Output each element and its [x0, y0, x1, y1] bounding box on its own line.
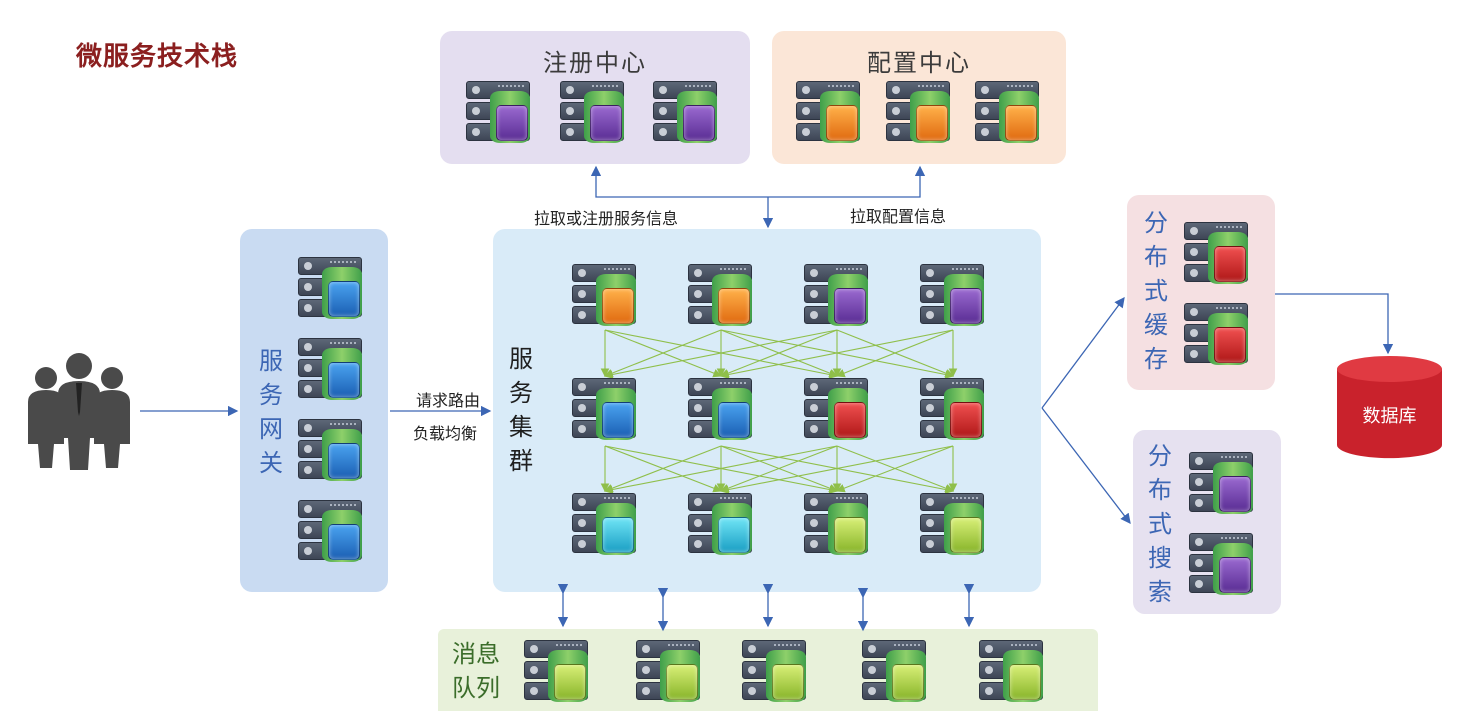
server-icon	[804, 493, 870, 555]
server-icon	[920, 264, 986, 326]
cluster-link	[603, 445, 722, 493]
server-icon	[688, 264, 754, 326]
label-pull-config: 拉取配置信息	[850, 207, 947, 226]
label-pull-register: 拉取或注册服务信息	[534, 209, 679, 228]
users-icon	[28, 353, 130, 470]
label-request-route: 请求路由	[416, 391, 481, 410]
server-icon	[524, 640, 590, 702]
server-icon	[653, 81, 719, 143]
mq-title: 消息队列	[452, 640, 500, 702]
arrow-to-config	[768, 165, 926, 198]
gateway-title: 服务 网关	[259, 347, 283, 477]
arrow-to-cache	[1041, 296, 1125, 409]
cluster-link	[603, 445, 838, 494]
server-icon	[572, 378, 638, 440]
cluster-link	[719, 445, 954, 494]
server-icon	[862, 640, 928, 702]
cluster-title: 服务 集群	[509, 345, 533, 475]
server-icon	[298, 257, 364, 319]
server-icon	[572, 493, 638, 555]
cluster-link	[719, 329, 838, 378]
server-icon	[298, 500, 364, 562]
database-icon	[1337, 356, 1442, 459]
config-title: 配置中心	[867, 49, 971, 77]
cluster-link	[603, 329, 722, 378]
server-icon	[688, 493, 754, 555]
server-icon	[742, 640, 808, 702]
arrow-cache-to-db	[1275, 293, 1394, 355]
server-icon	[688, 378, 754, 440]
label-load-balance: 负载均衡	[413, 424, 478, 443]
database: 数据库	[1336, 355, 1443, 460]
server-icon	[975, 81, 1041, 143]
arrow-to-registry	[590, 165, 768, 198]
cluster-link	[603, 329, 838, 379]
server-icon	[1189, 452, 1255, 514]
cluster-link	[719, 329, 954, 379]
server-icon	[298, 338, 364, 400]
cache-title: 分布 式缓 存	[1144, 209, 1168, 373]
server-icon	[560, 81, 626, 143]
cluster-link	[835, 445, 954, 493]
server-icon	[796, 81, 862, 143]
search-title: 分布 式搜 索	[1148, 442, 1172, 606]
server-icon	[804, 378, 870, 440]
diagram-title: 微服务技术栈	[76, 42, 239, 72]
server-icon	[979, 640, 1045, 702]
server-icon	[1184, 222, 1250, 284]
cluster-link	[719, 445, 838, 493]
server-icon	[920, 378, 986, 440]
server-icon	[886, 81, 952, 143]
arrow-to-search	[1041, 407, 1131, 525]
database-label: 数据库	[1362, 406, 1417, 427]
server-icon	[572, 264, 638, 326]
registry-title: 注册中心	[543, 49, 647, 77]
server-icon	[920, 493, 986, 555]
server-icon	[466, 81, 532, 143]
server-icon	[804, 264, 870, 326]
server-icon	[636, 640, 702, 702]
server-icon	[1189, 533, 1255, 595]
server-icon	[298, 419, 364, 481]
server-icon	[1184, 303, 1250, 365]
cluster-link	[835, 329, 954, 378]
